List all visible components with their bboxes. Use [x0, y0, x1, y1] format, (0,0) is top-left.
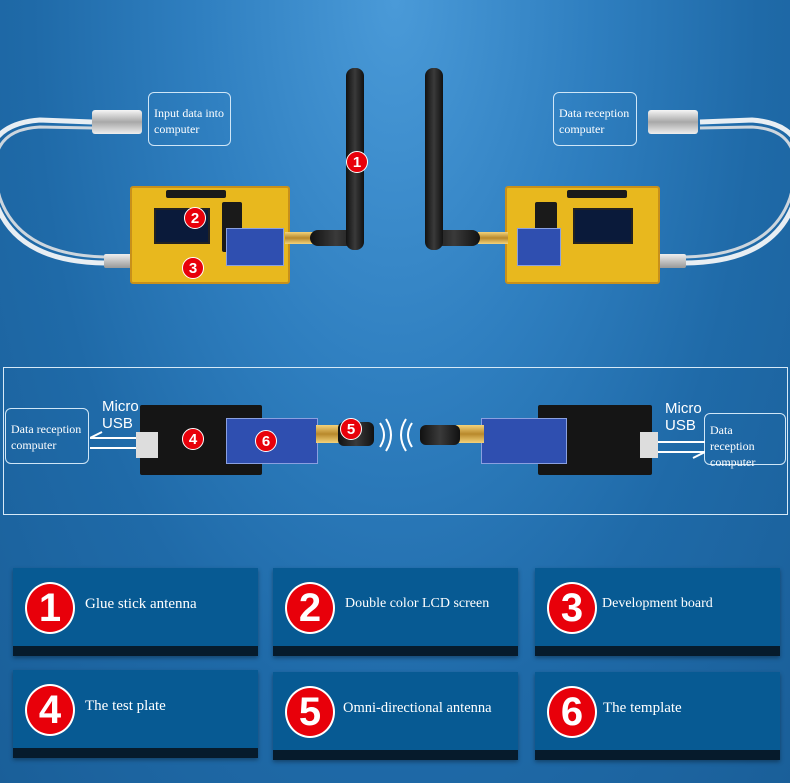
- legend-number: 3: [547, 582, 597, 634]
- legend-card-omni-antenna: 5 Omni-directional antenna: [273, 672, 518, 760]
- legend-text: Glue stick antenna: [85, 596, 197, 612]
- glue-stick-antenna-right: [425, 68, 443, 250]
- data-reception-label-top: Data reception computer: [553, 92, 637, 146]
- usb-arrow-left: [90, 431, 145, 449]
- legend-number: 5: [285, 686, 335, 738]
- legend-text: The test plate: [85, 698, 166, 714]
- legend-card-lcd-screen: 2 Double color LCD screen: [273, 568, 518, 656]
- badge-1: 1: [346, 151, 368, 173]
- legend-text: Double color LCD screen: [345, 596, 490, 611]
- legend-text: The template: [603, 700, 682, 716]
- legend-number: 6: [547, 686, 597, 738]
- usb-plug-right: [648, 110, 698, 134]
- signal-waves-icon: [379, 418, 413, 452]
- legend-text: Omni-directional antenna: [343, 700, 492, 716]
- legend-text: Development board: [602, 596, 713, 611]
- badge-6: 6: [255, 430, 277, 452]
- development-board-left: [130, 186, 290, 284]
- lcd-screen-right: [573, 208, 633, 244]
- input-data-label: Input data into computer: [148, 92, 231, 146]
- data-reception-label-left: Data reception computer: [5, 408, 89, 464]
- badge-2: 2: [184, 207, 206, 229]
- data-reception-label-right: Data reception computer: [704, 413, 786, 469]
- badge-4: 4: [182, 428, 204, 450]
- template-module-right: [481, 418, 567, 464]
- development-board-right: [505, 186, 660, 284]
- usb-micro-right: [656, 254, 686, 268]
- usb-cables: [0, 117, 790, 266]
- legend-card-development-board: 3 Development board: [535, 568, 780, 656]
- usb-plug-left: [92, 110, 142, 134]
- badge-5: 5: [340, 418, 362, 440]
- legend-card-glue-stick-antenna: 1 Glue stick antenna: [13, 568, 258, 656]
- legend-card-test-plate: 4 The test plate: [13, 670, 258, 758]
- usb-arrow-right: [650, 441, 705, 459]
- usb-micro-left: [104, 254, 134, 268]
- badge-3: 3: [182, 257, 204, 279]
- legend-number: 1: [25, 582, 75, 634]
- connection-panel: [3, 367, 788, 515]
- omni-antenna-right: [420, 425, 460, 445]
- legend-card-template: 6 The template: [535, 672, 780, 760]
- legend-number: 4: [25, 684, 75, 736]
- legend-number: 2: [285, 582, 335, 634]
